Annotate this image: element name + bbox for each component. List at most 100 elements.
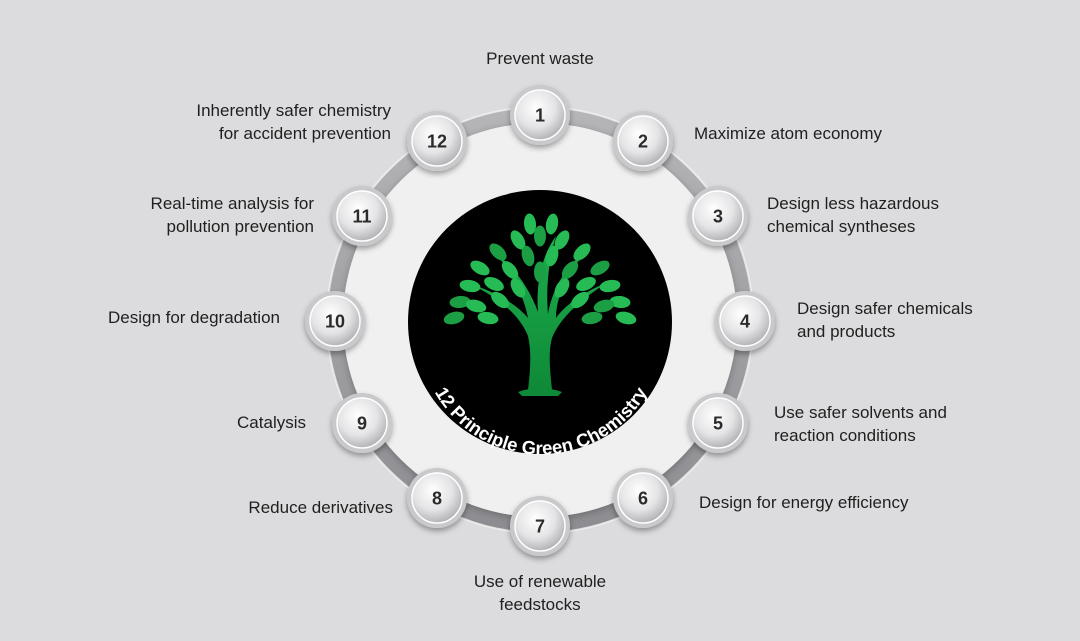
principle-label-line: Catalysis: [237, 413, 306, 432]
principle-label-line: Prevent waste: [486, 49, 594, 68]
principle-node-8: 8: [407, 468, 467, 528]
node-face: [719, 295, 771, 347]
principle-label-8: Reduce derivatives: [248, 496, 393, 519]
principle-node-3: 3: [688, 186, 748, 246]
node-face: [617, 472, 669, 524]
node-face: [617, 115, 669, 167]
principle-label-line: Design for degradation: [107, 308, 280, 327]
tree-leaf: [501, 261, 519, 279]
principle-node-9: 9: [332, 393, 392, 453]
principle-label-line: Reduce derivatives: [248, 498, 393, 517]
tree-leaf: [510, 230, 526, 250]
principle-label-line: Design less hazardous: [767, 194, 939, 213]
principle-node-1: 1: [510, 85, 570, 145]
principle-node-11: 11: [332, 186, 392, 246]
principle-label-line: Design safer chemicals: [797, 299, 973, 318]
principle-number: 6: [638, 489, 648, 509]
node-face: [692, 397, 744, 449]
principle-label-1: Prevent waste: [471, 47, 609, 70]
tree-icon: [443, 213, 637, 396]
principle-label-line: Real-time analysis for: [150, 194, 314, 213]
principle-number: 10: [325, 312, 345, 332]
principle-label-line: Use safer solvents and: [774, 403, 947, 422]
tree-leaf: [576, 276, 596, 292]
tree-leaf: [561, 261, 579, 279]
tree-leaf: [510, 278, 526, 298]
principle-number: 9: [357, 414, 367, 434]
principle-node-2: 2: [613, 111, 673, 171]
tree-leaf: [534, 225, 546, 247]
tree-leaf: [477, 311, 499, 325]
principle-number: 12: [427, 132, 447, 152]
principle-label-12: Inherently safer chemistry for accident p…: [196, 99, 391, 145]
principle-label-4: Design safer chemicals and products: [797, 297, 973, 343]
principle-number: 5: [713, 414, 723, 434]
tree-leaf: [491, 291, 509, 309]
principle-label-2: Maximize atom economy: [694, 122, 882, 145]
tree-leaf: [590, 260, 610, 276]
tree-leaf: [571, 291, 589, 309]
tree-leaf: [521, 245, 535, 267]
tree-leaf: [615, 311, 637, 325]
node-face: [514, 89, 566, 141]
tree-leaf: [609, 295, 631, 309]
node-face: [514, 500, 566, 552]
principle-label-line: reaction conditions: [774, 426, 916, 445]
principle-label-line: for accident prevention: [219, 124, 391, 143]
tree-leaf: [581, 311, 603, 325]
principle-number: 8: [432, 489, 442, 509]
principle-number: 7: [535, 517, 545, 537]
principle-number: 4: [740, 312, 750, 332]
principle-label-line: chemical syntheses: [767, 217, 916, 236]
tree-leaf: [489, 243, 507, 261]
principle-node-6: 6: [613, 468, 673, 528]
principle-label-line: Inherently safer chemistry: [196, 101, 391, 120]
tree-leaf: [484, 276, 504, 292]
principle-label-line: feedstocks: [499, 595, 581, 614]
principle-label-line: pollution prevention: [166, 217, 314, 236]
tree-leaf: [554, 278, 570, 298]
principle-label-10: Design for degradation: [108, 306, 280, 329]
tree-leaf: [554, 230, 570, 250]
principle-node-12: 12: [407, 111, 467, 171]
principle-node-7: 7: [510, 496, 570, 556]
node-face: [692, 190, 744, 242]
principle-number: 2: [638, 132, 648, 152]
node-face: [309, 295, 361, 347]
principle-label-3: Design less hazardous chemical syntheses: [767, 192, 939, 238]
tree-leaf: [443, 311, 465, 325]
tree-leaf: [449, 295, 471, 309]
tree-leaf: [523, 213, 537, 235]
node-face: [336, 397, 388, 449]
tree-leaf: [545, 245, 559, 267]
tree-leaf: [599, 279, 621, 293]
principle-label-7: Use of renewable feedstocks: [451, 570, 629, 616]
principle-label-line: Maximize atom economy: [694, 124, 883, 143]
tree-leaf: [459, 279, 481, 293]
principle-label-line: Use of renewable: [473, 572, 607, 591]
node-face: [336, 190, 388, 242]
node-face: [411, 115, 463, 167]
principle-number: 1: [535, 106, 545, 126]
principle-label-11: Real-time analysis for pollution preventi…: [151, 192, 314, 238]
principle-label-line: and products: [797, 322, 896, 341]
tree-leaf: [534, 261, 546, 283]
principle-number: 3: [713, 207, 723, 227]
principle-label-6: Design for energy efficiency: [699, 491, 908, 514]
principle-label-5: Use safer solvents and reaction condition…: [774, 401, 947, 447]
principle-label-line: Design for energy efficiency: [699, 493, 909, 512]
principle-node-4: 4: [715, 291, 775, 351]
principle-number: 11: [352, 207, 371, 227]
tree-leaf: [573, 243, 591, 261]
center-emblem: 12 Principle Green Chemistry: [408, 190, 672, 459]
principle-node-10: 10: [305, 291, 365, 351]
principle-label-9: Catalysis: [237, 411, 306, 434]
tree-leaf: [465, 299, 487, 313]
tree-leaf: [470, 260, 490, 276]
node-face: [411, 472, 463, 524]
tree-leaf: [593, 299, 615, 313]
tree-leaf: [545, 213, 559, 235]
